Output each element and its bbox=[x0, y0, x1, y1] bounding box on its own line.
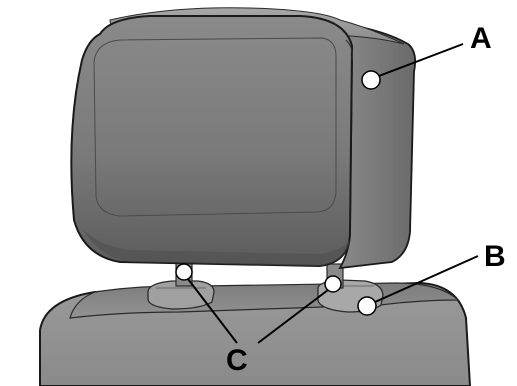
leader-line-c-right bbox=[257, 289, 329, 344]
marker-a bbox=[361, 70, 381, 90]
callout-label-c: C bbox=[226, 344, 248, 377]
headrest-front-panel bbox=[93, 37, 337, 217]
marker-c-left bbox=[175, 263, 193, 281]
callout-label-a: A bbox=[470, 22, 492, 55]
leader-line-c-left bbox=[187, 278, 238, 344]
seat-back bbox=[39, 281, 472, 386]
headrest-front bbox=[70, 15, 354, 268]
callout-label-b: B bbox=[484, 240, 506, 273]
headrest bbox=[70, 7, 417, 270]
leader-line-a bbox=[378, 43, 464, 77]
guide-sleeve-left bbox=[147, 280, 215, 310]
leader-line-b bbox=[374, 255, 479, 303]
marker-c-right bbox=[324, 275, 342, 293]
marker-b bbox=[357, 296, 377, 316]
